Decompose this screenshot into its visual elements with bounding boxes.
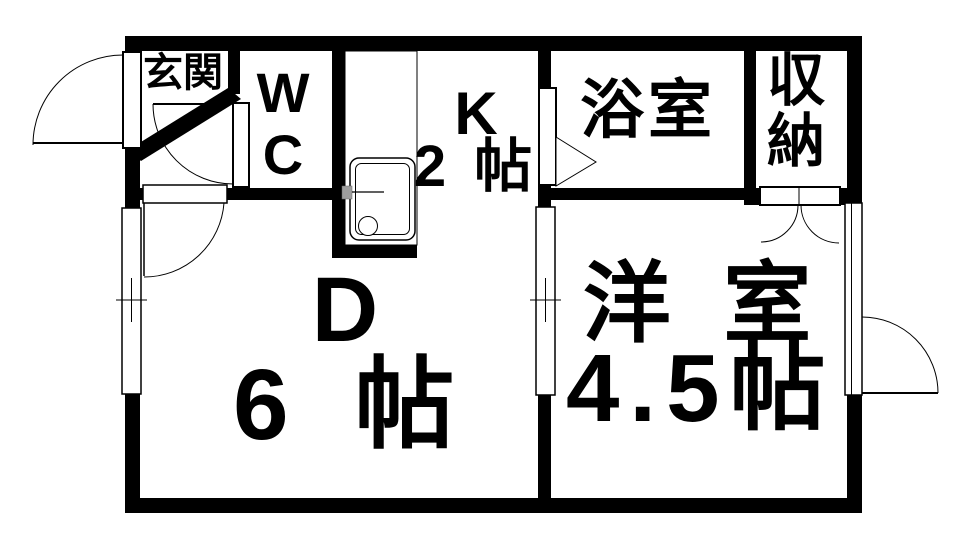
sink-icon (341, 157, 416, 241)
wc-door-arc (152, 103, 234, 185)
wall-closet-bottom-left (744, 188, 760, 205)
wall-left-middle (125, 146, 140, 208)
wc-door (152, 102, 250, 188)
wall-bottom (125, 498, 862, 513)
wc-label: W C (242, 62, 324, 186)
wall-kitchen-bottom (332, 245, 417, 258)
wall-closet-bottom-right (840, 188, 862, 205)
closet-door-arc-left (760, 204, 799, 243)
kitchen-size-label: 2 帖 (413, 134, 535, 199)
western-room-label: 洋 室 (582, 254, 812, 353)
wall-center-upper (538, 188, 551, 207)
wall-center-lower (538, 395, 551, 513)
exterior-door-arc (861, 316, 939, 394)
bath-door (538, 87, 597, 187)
closet-label: 収 納 (760, 50, 832, 172)
wall-wc-kitchen (332, 36, 345, 258)
wall-right-upper (847, 36, 862, 203)
wc-door-leaf (232, 102, 250, 188)
wc-label-line1: W (256, 61, 310, 124)
dining-label: D (311, 259, 379, 361)
wall-top (125, 36, 862, 51)
window-right (844, 202, 863, 396)
entrance-door-arc (32, 54, 124, 146)
dining-door-leaf (142, 184, 228, 204)
closet-label-line2: 納 (766, 109, 825, 174)
wall-bath-bottom (538, 188, 746, 200)
closet-label-line1: 収 (766, 48, 825, 113)
wall-genkan-diagonal (128, 88, 241, 161)
wall-right-lower (847, 395, 862, 513)
dining-door-arc (143, 202, 225, 278)
bath-label: 浴室 (580, 74, 716, 146)
dining-size-label: 6 帖 (233, 349, 457, 461)
window-center-divider (530, 206, 561, 396)
wall-left-upper (125, 36, 140, 54)
bath-door-swing-triangle (555, 136, 597, 187)
walls-layer (125, 36, 862, 513)
entrance-door-leaf (122, 51, 142, 149)
dining-door (142, 184, 228, 278)
entrance-door (32, 51, 142, 149)
faucet-icon (341, 185, 353, 200)
wall-genkan-right (228, 44, 240, 94)
wall-bath-closet (744, 36, 756, 200)
kitchen-label: K (454, 80, 498, 147)
exterior-door-right (861, 316, 939, 394)
closet-doors (759, 186, 841, 244)
genkan-label: 玄関 (143, 51, 223, 95)
western-room-size-label: 4.5帖 (566, 335, 836, 442)
closet-door-arc-right (800, 204, 840, 244)
wc-label-line2: C (262, 123, 304, 186)
window-left (116, 207, 147, 395)
wall-left-lower (125, 394, 140, 513)
closet-door-leaf (759, 186, 841, 206)
